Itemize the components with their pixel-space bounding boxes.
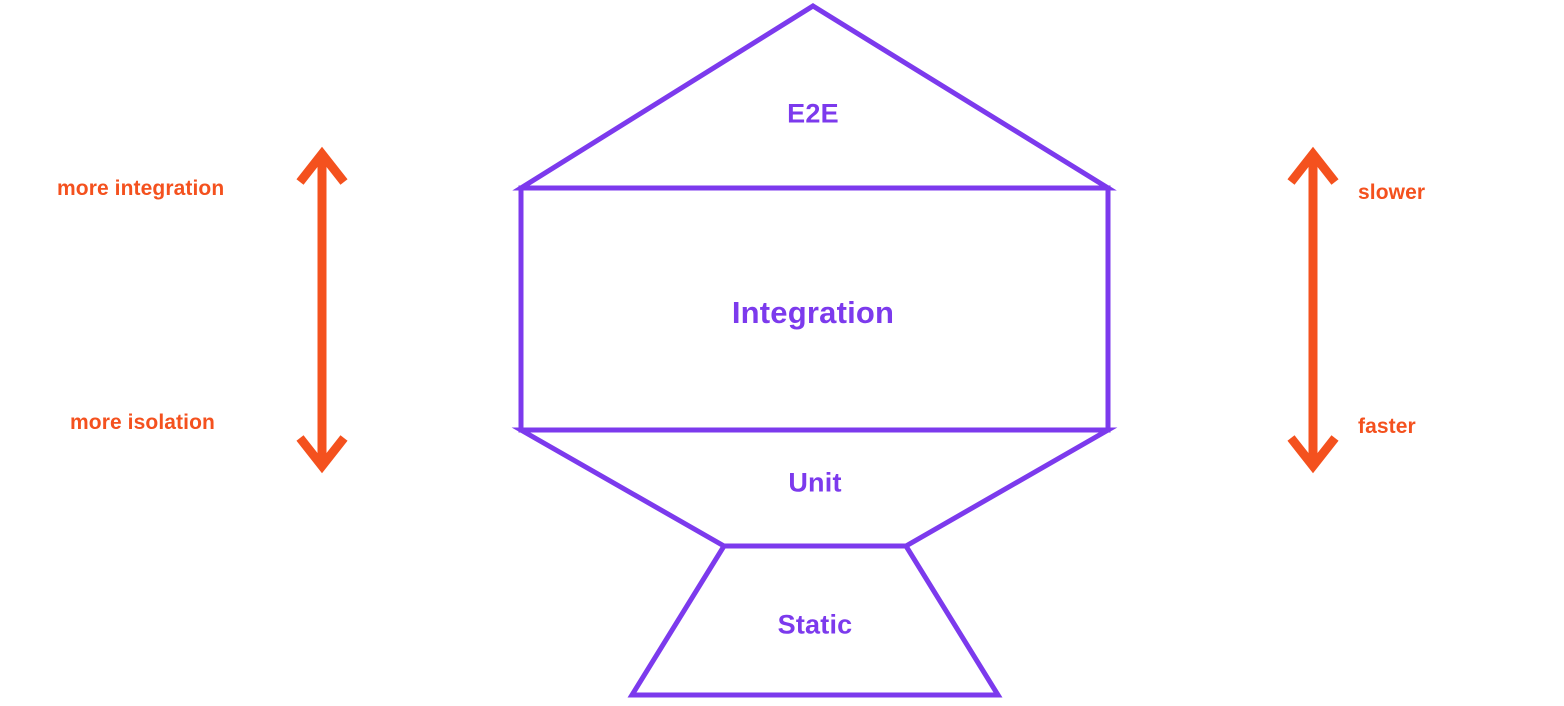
speed-axis-arrow <box>1287 146 1339 474</box>
slower-label: slower <box>1358 181 1426 204</box>
speed-axis-arrowhead-down <box>1287 435 1339 474</box>
static-trapezoid-shape <box>627 543 1003 698</box>
isolation-axis-arrowhead-down <box>296 435 348 474</box>
isolation-axis-arrow <box>296 146 348 474</box>
more-isolation-label: more isolation <box>70 411 215 434</box>
integration-layer-label: Integration <box>731 295 895 330</box>
faster-label: faster <box>1358 415 1416 438</box>
e2e-layer-label: E2E <box>787 98 839 129</box>
more-integration-label: more integration <box>57 177 225 200</box>
static-layer-label: Static <box>777 609 853 640</box>
speed-axis-arrowhead-up <box>1287 146 1339 185</box>
unit-layer-label: Unit <box>788 467 842 498</box>
isolation-axis-arrowhead-up <box>296 146 348 185</box>
e2e-triangle-shape <box>512 3 1117 191</box>
